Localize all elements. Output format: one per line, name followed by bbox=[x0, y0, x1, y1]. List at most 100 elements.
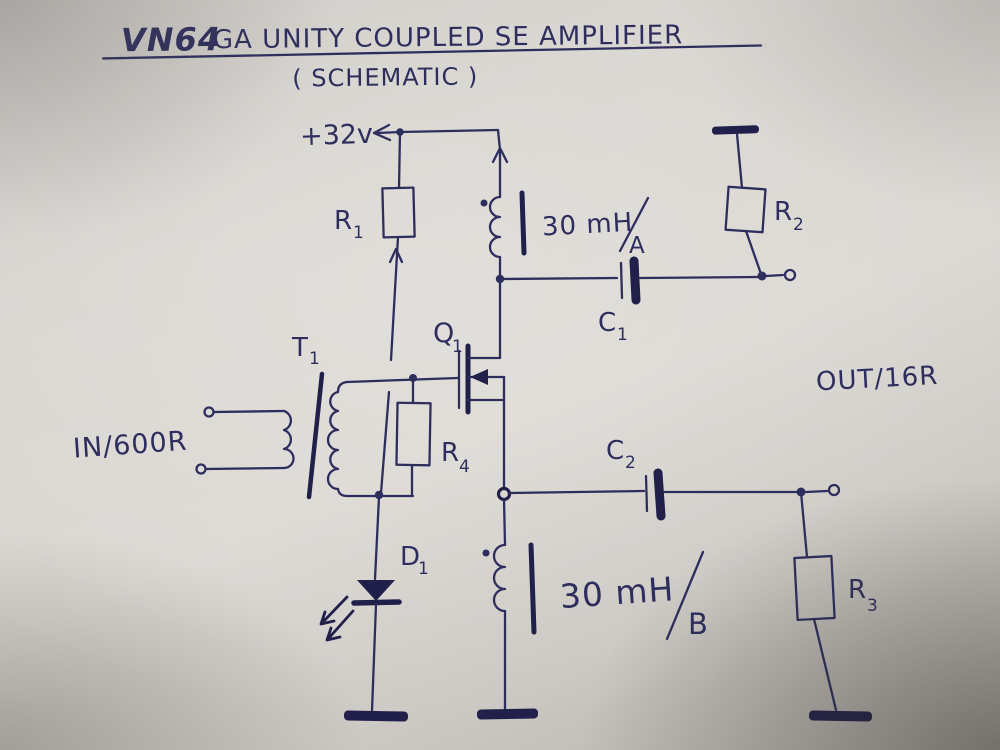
output-terminal-top bbox=[783, 268, 797, 282]
c2-plate-right bbox=[653, 468, 666, 521]
inductor-a: 30 mH A bbox=[480, 190, 650, 281]
bias-wire-crossover bbox=[379, 390, 391, 495]
inductor-b-tap: B bbox=[688, 607, 708, 641]
r3-label: R bbox=[848, 575, 866, 605]
resistor-r1: R 1 bbox=[334, 130, 416, 495]
t1-secondary-coil bbox=[326, 390, 340, 491]
inductor-a-tap: A bbox=[629, 233, 645, 259]
resistor-r3: R 3 bbox=[793, 483, 878, 722]
ground-bar-r3 bbox=[808, 710, 873, 722]
terminal-wire bbox=[804, 489, 829, 494]
title-block: VN64 GA UNITY COUPLED SE AMPLIFIER ( SCH… bbox=[101, 20, 763, 92]
q1-body-arrow bbox=[470, 369, 488, 385]
input-port: IN/600R bbox=[72, 406, 286, 475]
r2-label: R bbox=[774, 197, 792, 227]
r4-label: R bbox=[441, 438, 459, 468]
q1-label-sub: 1 bbox=[452, 337, 463, 357]
supply-label: +32v bbox=[299, 119, 373, 153]
gate-network bbox=[345, 374, 460, 500]
inductor-b-core-bar bbox=[528, 542, 537, 635]
up-arrowhead bbox=[491, 146, 509, 164]
c1-label: C bbox=[598, 308, 616, 338]
r1-label: R bbox=[334, 206, 352, 236]
r2-body bbox=[724, 185, 767, 234]
mosfet-q1: Q 1 bbox=[433, 277, 506, 491]
output-junction-dot bbox=[757, 271, 767, 281]
t1-secondary-top-lead bbox=[336, 380, 349, 394]
inductor-b: 30 mH B bbox=[476, 497, 708, 720]
inductor-a-polarity-dot bbox=[480, 199, 488, 207]
subtitle-text: ( SCHEMATIC ) bbox=[292, 62, 478, 92]
input-wire-top bbox=[212, 409, 286, 414]
terminal-wire bbox=[764, 273, 785, 278]
r1-top-lead bbox=[397, 130, 402, 190]
r1-body bbox=[381, 186, 416, 239]
c1-plate-right bbox=[629, 256, 641, 305]
r4-body bbox=[395, 401, 432, 467]
input-label: IN/600R bbox=[72, 426, 188, 465]
input-terminal-bottom bbox=[195, 463, 207, 475]
c2-left-lead bbox=[508, 489, 646, 495]
input-terminal-top bbox=[203, 406, 215, 418]
c1-plate-left bbox=[619, 261, 624, 300]
title-underline bbox=[101, 44, 763, 60]
t1-core-bar bbox=[306, 371, 325, 500]
d1-label-sub: 1 bbox=[418, 559, 429, 579]
t1-label-sub: 1 bbox=[309, 349, 320, 369]
r3-bottom-lead bbox=[812, 617, 838, 712]
supply-arrowhead bbox=[372, 123, 392, 142]
capacitor-c2: C 2 bbox=[508, 436, 801, 521]
resistor-r4: R 4 bbox=[395, 377, 470, 498]
transformer-t1: T 1 bbox=[282, 333, 349, 500]
c2-label-sub: 2 bbox=[625, 453, 636, 473]
title-part-number: VN64 bbox=[121, 20, 221, 59]
t1-secondary-bottom-lead bbox=[336, 487, 349, 498]
r1-label-sub: 1 bbox=[353, 223, 364, 243]
capacitor-c1: C 1 bbox=[495, 256, 762, 345]
inductor-a-slash bbox=[618, 196, 650, 253]
inductor-b-top-lead bbox=[502, 497, 507, 547]
supply-rail: +32v bbox=[299, 119, 509, 199]
gate-wire bbox=[345, 376, 460, 384]
t1-label: T bbox=[291, 333, 308, 363]
r4-label-sub: 4 bbox=[459, 457, 470, 477]
c1-right-lead bbox=[638, 275, 762, 280]
inductor-b-value: 30 mH bbox=[559, 569, 676, 616]
t1-primary-coil bbox=[282, 409, 295, 470]
inductor-a-value: 30 mH bbox=[541, 208, 634, 243]
ground-bar-top bbox=[711, 125, 760, 135]
r2-bottom-lead bbox=[744, 229, 763, 276]
d1-cathode-bar bbox=[351, 599, 402, 606]
ground-bar-d1 bbox=[343, 710, 409, 722]
d1-triangle bbox=[357, 580, 395, 601]
inductor-b-polarity-dot bbox=[482, 549, 490, 557]
r1-bottom-lead bbox=[389, 235, 400, 362]
output-label: OUT/16R bbox=[815, 361, 939, 397]
bias-junction-dot bbox=[374, 490, 384, 500]
inductor-b-coil bbox=[492, 543, 507, 613]
d1-emission-arrow-1 bbox=[319, 595, 349, 626]
inductor-a-core-bar bbox=[519, 190, 527, 256]
q1-label: Q bbox=[433, 318, 454, 349]
c2-label: C bbox=[606, 436, 624, 466]
c1-label-sub: 1 bbox=[617, 325, 628, 345]
input-wire-bottom bbox=[204, 466, 286, 471]
up-arrowhead bbox=[388, 247, 404, 264]
inductor-b-slash bbox=[665, 550, 705, 641]
d1-top-lead bbox=[373, 495, 381, 581]
c1-left-lead bbox=[498, 276, 619, 281]
title-text: GA UNITY COUPLED SE AMPLIFIER bbox=[213, 20, 684, 55]
r3-body bbox=[793, 554, 836, 622]
r2-label-sub: 2 bbox=[793, 215, 804, 235]
c2-plate-left bbox=[644, 474, 649, 513]
r2-top-lead bbox=[735, 132, 744, 190]
d1-emission-arrow-2 bbox=[325, 609, 355, 642]
inductor-a-coil bbox=[488, 195, 502, 259]
led-d1: D 1 bbox=[319, 495, 429, 722]
resistor-r2: R 2 bbox=[711, 125, 804, 282]
output-terminal-bottom bbox=[827, 483, 841, 497]
drain-feed-wire bbox=[496, 128, 502, 199]
d1-bottom-lead bbox=[370, 602, 378, 713]
